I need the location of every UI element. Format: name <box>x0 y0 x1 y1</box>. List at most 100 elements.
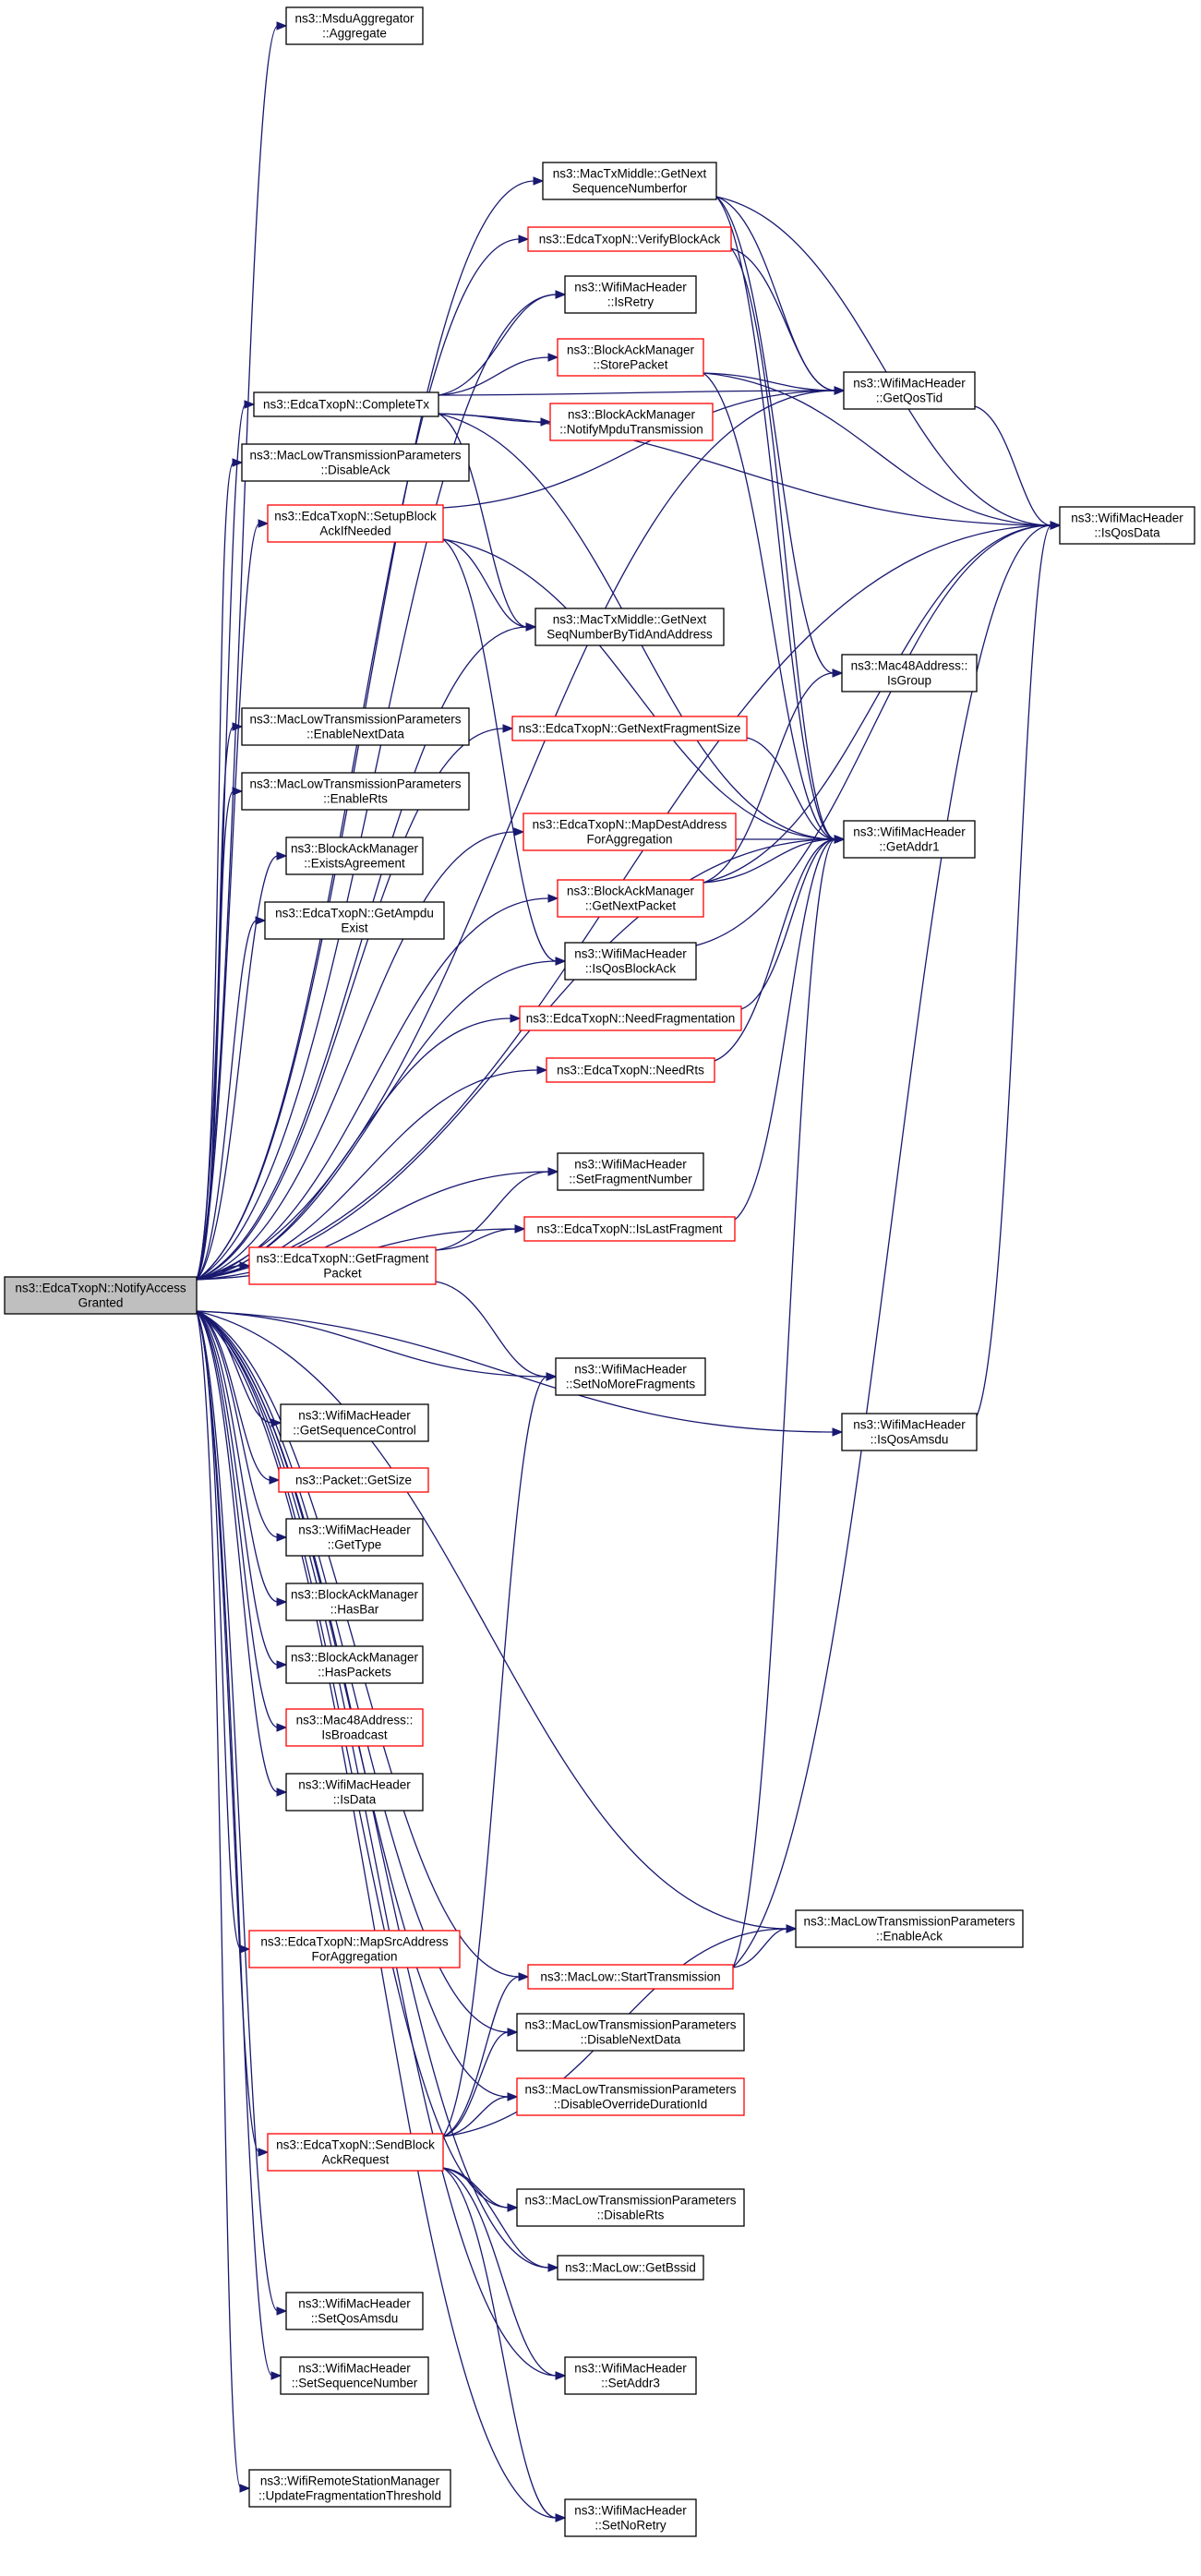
node-label-line: ns3::EdcaTxopN::MapSrcAddress <box>260 1935 449 1949</box>
edge-notify-access-granted-to-is-data <box>196 1310 288 1797</box>
node-has-packets[interactable]: ns3::BlockAckManager::HasPackets <box>285 1645 424 1684</box>
edge-line <box>746 737 836 840</box>
node-set-sequence-number[interactable]: ns3::WifiMacHeader::SetSequenceNumber <box>280 2356 429 2395</box>
node-update-fragmentation-threshold[interactable]: ns3::WifiRemoteStationManager::UpdateFra… <box>248 2469 451 2508</box>
edge-is-qos-block-ack-to-is-qos-data <box>695 521 1062 946</box>
node-is-broadcast[interactable]: ns3::Mac48Address::IsBroadcast <box>285 1708 424 1747</box>
node-label-line: ::SetAddr3 <box>601 2377 660 2390</box>
node-label-line: ns3::EdcaTxopN::SetupBlock <box>274 510 437 524</box>
node-is-qos-block-ack[interactable]: ns3::WifiMacHeader::IsQosBlockAck <box>564 942 697 981</box>
node-disable-next-data[interactable]: ns3::MacLowTransmissionParameters::Disab… <box>516 2013 745 2052</box>
edge-notify-access-granted-to-is-qos-amsdu <box>196 1310 844 1437</box>
node-label-line: ns3::MsduAggregator <box>294 12 414 26</box>
node-set-no-retry[interactable]: ns3::WifiMacHeader::SetNoRetry <box>564 2498 697 2537</box>
edge-line <box>196 25 279 1281</box>
node-label-line: ::NotifyMpduTransmission <box>559 423 703 437</box>
node-get-qos-tid[interactable]: ns3::WifiMacHeader::GetQosTid <box>843 371 976 410</box>
node-box <box>516 2188 745 2227</box>
node-map-dest-address[interactable]: ns3::EdcaTxopN::MapDestAddressForAggrega… <box>522 813 737 851</box>
node-box <box>527 1964 734 1990</box>
node-enable-rts[interactable]: ns3::MacLowTransmissionParameters::Enabl… <box>241 772 470 811</box>
node-box <box>285 1708 424 1747</box>
node-is-data[interactable]: ns3::WifiMacHeader::IsData <box>285 1773 424 1812</box>
node-verify-block-ack[interactable]: ns3::EdcaTxopN::VerifyBlockAck <box>527 226 732 252</box>
node-is-last-fragment[interactable]: ns3::EdcaTxopN::IsLastFragment <box>523 1216 736 1242</box>
edge-line <box>442 1976 521 2137</box>
edge-arrowhead <box>555 2513 567 2522</box>
node-map-src-address[interactable]: ns3::EdcaTxopN::MapSrcAddressForAggregat… <box>248 1930 461 1968</box>
edge-line <box>442 2167 510 2209</box>
node-msdu-aggregate[interactable]: ns3::MsduAggregator::Aggregate <box>285 6 424 45</box>
node-get-next-fragment-size[interactable]: ns3::EdcaTxopN::GetNextFragmentSize <box>511 716 748 741</box>
node-is-retry[interactable]: ns3::WifiMacHeader::IsRetry <box>564 275 697 314</box>
edge-line <box>196 831 516 1281</box>
node-box <box>248 1246 437 1285</box>
edge-complete-tx-to-notify-mpdu-transmission <box>438 413 552 427</box>
edge-arrowhead <box>276 2306 288 2316</box>
node-set-no-more-fragments[interactable]: ns3::WifiMacHeader::SetNoMoreFragments <box>555 1357 706 1396</box>
edge-line <box>196 920 258 1281</box>
edge-line <box>435 1281 548 1378</box>
edge-arrowhead <box>518 1972 530 1981</box>
node-set-fragment-number[interactable]: ns3::WifiMacHeader::SetFragmentNumber <box>557 1152 704 1191</box>
node-set-addr3[interactable]: ns3::WifiMacHeader::SetAddr3 <box>564 2356 697 2395</box>
edge-get-next-seq-for-to-get-qos-tid <box>715 196 846 395</box>
node-is-qos-data[interactable]: ns3::WifiMacHeader::IsQosData <box>1059 506 1195 545</box>
node-get-next-seq-for[interactable]: ns3::MacTxMiddle::GetNextSequenceNumberf… <box>542 162 717 200</box>
node-exists-agreement[interactable]: ns3::BlockAckManager::ExistsAgreement <box>285 837 424 875</box>
edge-notify-access-granted-to-set-qos-amsdu <box>196 1310 288 2316</box>
node-disable-rts[interactable]: ns3::MacLowTransmissionParameters::Disab… <box>516 2188 745 2227</box>
node-box <box>264 901 445 940</box>
edge-arrowhead <box>834 835 846 844</box>
node-label-line: ::StorePacket <box>593 358 667 372</box>
node-label-line: ns3::BlockAckManager <box>568 408 696 422</box>
node-label-line: ns3::WifiMacHeader <box>298 1523 411 1537</box>
node-complete-tx[interactable]: ns3::EdcaTxopN::CompleteTx <box>253 391 439 417</box>
node-label-line: ns3::WifiMacHeader <box>853 1418 966 1432</box>
node-is-group[interactable]: ns3::Mac48Address::IsGroup <box>841 654 978 692</box>
node-get-addr1[interactable]: ns3::WifiMacHeader::GetAddr1 <box>843 820 976 859</box>
edge-arrowhead <box>555 2371 567 2380</box>
node-set-qos-amsdu[interactable]: ns3::WifiMacHeader::SetQosAmsdu <box>285 2292 424 2330</box>
node-get-type[interactable]: ns3::WifiMacHeader::GetType <box>285 1518 424 1557</box>
node-need-rts[interactable]: ns3::EdcaTxopN::NeedRts <box>546 1057 715 1083</box>
edge-line <box>438 413 528 628</box>
node-enable-next-data[interactable]: ns3::MacLowTransmissionParameters::Enabl… <box>241 707 470 746</box>
node-label-line: ForAggregation <box>311 1950 397 1964</box>
edge-line <box>435 1171 550 1251</box>
node-label-line: ::GetSequenceControl <box>293 1424 416 1438</box>
node-store-packet[interactable]: ns3::BlockAckManager::StorePacket <box>557 338 704 377</box>
node-label-line: AckIfNeeded <box>319 524 390 538</box>
node-disable-ack[interactable]: ns3::MacLowTransmissionParameters::Disab… <box>241 443 470 482</box>
node-get-next-seq-by-tid[interactable]: ns3::MacTxMiddle::GetNextSeqNumberByTidA… <box>534 608 725 646</box>
node-start-transmission[interactable]: ns3::MacLow::StartTransmission <box>527 1964 734 1990</box>
node-box <box>546 1057 715 1083</box>
node-box <box>241 707 470 746</box>
node-label-line: ::SetNoRetry <box>594 2519 667 2533</box>
node-notify-mpdu-transmission[interactable]: ns3::BlockAckManager::NotifyMpduTransmis… <box>549 403 714 441</box>
edge-line <box>196 1310 788 1930</box>
edge-line <box>730 247 836 391</box>
edge-line <box>196 1310 279 1538</box>
edge-send-block-ack-request-to-disable-override-duration <box>442 2092 519 2137</box>
edge-arrowhead <box>834 386 846 395</box>
node-label-line: Packet <box>323 1267 362 1281</box>
node-is-qos-amsdu[interactable]: ns3::WifiMacHeader::IsQosAmsdu <box>841 1413 978 1451</box>
node-has-bar[interactable]: ns3::BlockAckManager::HasBar <box>285 1583 424 1621</box>
node-disable-override-duration[interactable]: ns3::MacLowTransmissionParameters::Disab… <box>516 2077 745 2116</box>
edge-line <box>976 524 1052 1417</box>
node-label-line: ns3::BlockAckManager <box>567 343 695 357</box>
node-get-sequence-control[interactable]: ns3::WifiMacHeader::GetSequenceControl <box>280 1403 429 1442</box>
node-packet-get-size[interactable]: ns3::Packet::GetSize <box>278 1467 429 1493</box>
node-enable-ack[interactable]: ns3::MacLowTransmissionParameters::Enabl… <box>795 1909 1024 1948</box>
node-get-next-packet[interactable]: ns3::BlockAckManager::GetNextPacket <box>557 879 704 918</box>
node-get-bssid[interactable]: ns3::MacLow::GetBssid <box>557 2255 704 2281</box>
edge-line <box>196 1310 273 2377</box>
node-need-fragmentation[interactable]: ns3::EdcaTxopN::NeedFragmentation <box>519 1005 742 1031</box>
edge-arrowhead <box>239 1261 251 1270</box>
